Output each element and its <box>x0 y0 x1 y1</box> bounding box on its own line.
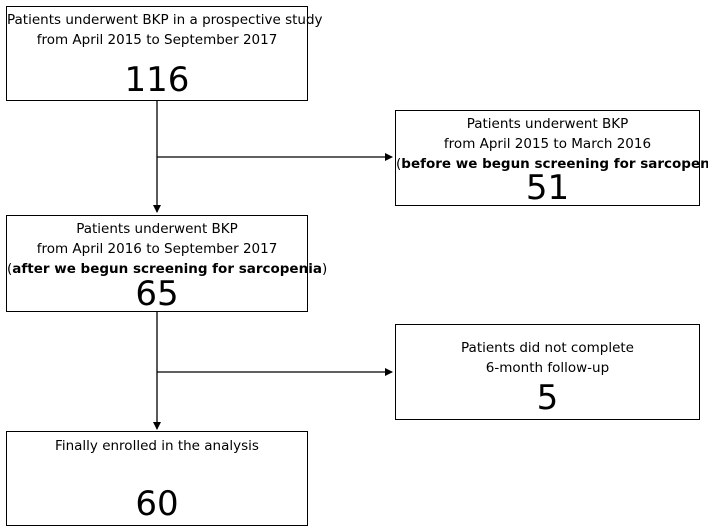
box-all-patients-line1: Patients underwent BKP in a prospective … <box>7 12 323 28</box>
box-incomplete-followup-count: 5 <box>536 378 559 418</box>
box-before-screening-bold: before we begun screening for sarcopenia <box>401 156 708 172</box>
box-final-enrolled-line1: Finally enrolled in the analysis <box>55 438 259 454</box>
box-after-screening-line3: (after we begun screening for sarcopenia… <box>7 261 328 277</box>
box-incomplete-followup: Patients did not complete 6-month follow… <box>395 324 700 420</box>
box-after-screening-line1: Patients underwent BKP <box>76 221 238 237</box>
box-all-patients: Patients underwent BKP in a prospective … <box>6 6 323 101</box>
box-after-screening-line2: from April 2016 to September 2017 <box>36 241 278 257</box>
box-incomplete-followup-line2: 6-month follow-up <box>485 360 610 376</box>
box-final-enrolled-count: 60 <box>135 484 179 524</box>
box-before-screening-line2: from April 2015 to March 2016 <box>443 136 652 152</box>
box-after-screening: Patients underwent BKP from April 2016 t… <box>6 215 328 314</box>
box-before-screening-line1: Patients underwent BKP <box>466 116 629 132</box>
box-incomplete-followup-line1: Patients did not complete <box>461 340 634 356</box>
box-before-screening: Patients underwent BKP from April 2015 t… <box>395 110 708 208</box>
box-before-screening-line3: (before we begun screening for sarcopeni… <box>396 154 708 174</box>
box-all-patients-count: 116 <box>124 60 190 100</box>
box-before-screening-count: 51 <box>525 168 570 208</box>
box-all-patients-line2: from April 2015 to September 2017 <box>36 32 278 48</box>
box-after-screening-bold: after we begun screening for sarcopenia <box>12 261 322 277</box>
box-after-screening-count: 65 <box>135 274 179 314</box>
box-final-enrolled: Finally enrolled in the analysis 60 <box>6 431 308 526</box>
